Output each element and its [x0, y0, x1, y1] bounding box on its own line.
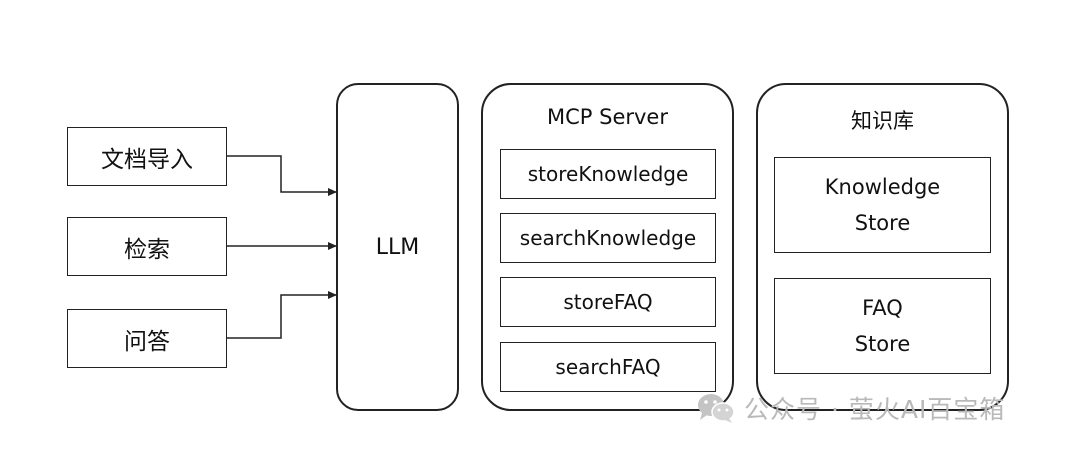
- tool-search-knowledge-label: searchKnowledge: [519, 226, 697, 250]
- mcp-server-title: MCP Server: [547, 105, 668, 129]
- tool-store-knowledge-label: storeKnowledge: [527, 162, 689, 186]
- llm-label: LLM: [375, 234, 420, 260]
- watermark: 公众号 · 萤火AI百宝箱: [696, 390, 1005, 426]
- llm-box: LLM: [336, 83, 459, 411]
- tool-search-faq: searchFAQ: [500, 342, 716, 392]
- input-qa-label: 问答: [124, 328, 170, 355]
- input-document-import: 文档导入: [67, 127, 227, 186]
- faq-store-line1: FAQ: [862, 296, 903, 320]
- input-document-import-label: 文档导入: [101, 146, 193, 173]
- tool-search-knowledge: searchKnowledge: [500, 213, 716, 263]
- watermark-text: 公众号 · 萤火AI百宝箱: [744, 395, 1006, 424]
- input-search: 检索: [67, 217, 227, 276]
- tool-store-knowledge: storeKnowledge: [500, 149, 716, 199]
- tool-store-faq-label: storeFAQ: [563, 290, 653, 314]
- tool-store-faq: storeFAQ: [500, 277, 716, 327]
- knowledge-store-line1: Knowledge: [824, 175, 941, 199]
- faq-store-box: FAQ Store: [774, 278, 991, 374]
- faq-store-line2: Store: [854, 332, 911, 356]
- wechat-icon: [698, 394, 735, 423]
- arrow-document-import-to-llm: [227, 155, 337, 196]
- knowledge-store-box: Knowledge Store: [774, 157, 991, 253]
- input-qa: 问答: [67, 309, 227, 368]
- knowledge-store-line2: Store: [854, 211, 911, 235]
- input-search-label: 检索: [124, 236, 170, 263]
- tool-search-faq-label: searchFAQ: [555, 355, 661, 379]
- arrow-qa-to-llm: [227, 291, 337, 339]
- knowledge-base-title: 知识库: [851, 109, 914, 133]
